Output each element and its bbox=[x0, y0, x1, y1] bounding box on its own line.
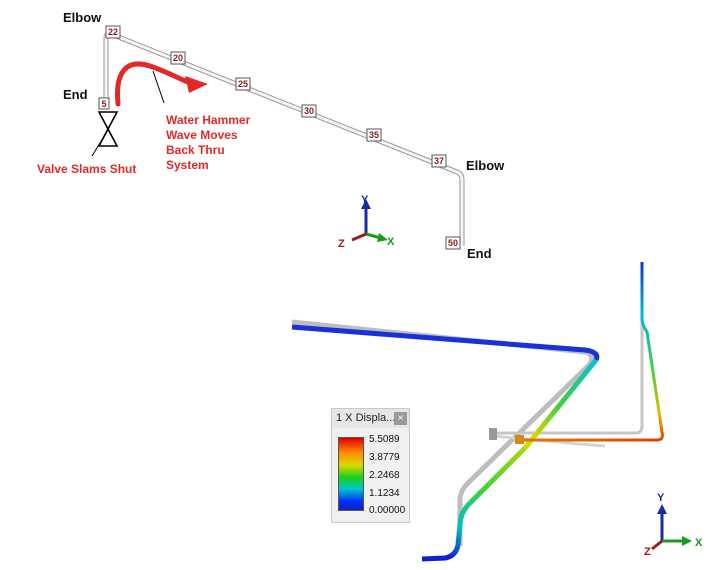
node-50: 50 bbox=[445, 236, 461, 250]
svg-text:50: 50 bbox=[448, 238, 458, 248]
svg-text:35: 35 bbox=[369, 130, 379, 140]
label-elbow-right: Elbow bbox=[466, 158, 505, 173]
svg-text:22: 22 bbox=[108, 27, 118, 37]
legend-value-2: 3.8779 bbox=[369, 452, 400, 463]
svg-text:20: 20 bbox=[173, 53, 183, 63]
legend-value-min: 0.00000 bbox=[369, 505, 406, 516]
svg-text:30: 30 bbox=[304, 106, 314, 116]
label-elbow-left: Elbow bbox=[63, 10, 102, 25]
hammer-pointer bbox=[152, 70, 165, 104]
svg-text:37: 37 bbox=[434, 156, 444, 166]
valve-pointer bbox=[91, 129, 109, 157]
axis-top-x: X bbox=[387, 236, 395, 248]
legend-title-bar: 1 X Displa... × bbox=[332, 409, 409, 428]
legend-value-max: 5.5089 bbox=[369, 434, 400, 445]
valve-icon bbox=[97, 111, 119, 147]
svg-text:25: 25 bbox=[238, 79, 248, 89]
node-30: 30 bbox=[301, 104, 317, 118]
node-25: 25 bbox=[235, 77, 251, 91]
node-35: 35 bbox=[366, 128, 382, 142]
top-pipe bbox=[103, 31, 465, 246]
label-water-hammer-3: Back Thru bbox=[166, 143, 225, 157]
node-22: 22 bbox=[105, 25, 121, 39]
axis-top-y: Y bbox=[361, 194, 369, 206]
close-icon[interactable]: × bbox=[394, 412, 407, 425]
legend-value-4: 1.1234 bbox=[369, 488, 400, 499]
label-water-hammer-1: Water Hammer bbox=[166, 113, 251, 127]
label-end-right: End bbox=[467, 246, 492, 261]
axis-triad-top: Y X Z bbox=[338, 194, 395, 250]
deformed-pipe-mid bbox=[523, 358, 598, 450]
deformed-pipe-branch bbox=[520, 262, 664, 442]
label-water-hammer-2: Wave Moves bbox=[166, 128, 238, 142]
axis-triad-bottom: Y X Z bbox=[644, 492, 703, 558]
deformed-pipe-lower bbox=[421, 446, 527, 562]
node-20: 20 bbox=[170, 51, 186, 65]
node-markers: 22 20 25 30 35 37 50 5 bbox=[98, 25, 461, 250]
label-valve-slams-shut: Valve Slams Shut bbox=[37, 162, 136, 176]
top-pipe-system bbox=[91, 31, 465, 246]
axis-bottom-z: Z bbox=[644, 546, 651, 558]
axis-top-z: Z bbox=[338, 238, 345, 250]
legend-title: 1 X Displa... bbox=[336, 412, 396, 424]
label-end-left: End bbox=[63, 87, 88, 102]
legend-value-3: 2.2468 bbox=[369, 470, 400, 481]
displacement-legend: 1 X Displa... × 5.5089 3.8779 2.2468 1.1… bbox=[331, 408, 410, 523]
deformed-pipe-upper bbox=[291, 324, 600, 362]
label-water-hammer-4: System bbox=[166, 158, 209, 172]
node-5: 5 bbox=[98, 97, 110, 110]
axis-bottom-x: X bbox=[695, 537, 703, 549]
svg-text:5: 5 bbox=[101, 99, 106, 109]
legend-color-bar bbox=[338, 437, 364, 511]
undeformed-pipe bbox=[291, 319, 595, 546]
displacement-plot bbox=[291, 262, 664, 562]
axis-bottom-y: Y bbox=[657, 492, 665, 504]
node-37: 37 bbox=[431, 154, 447, 168]
water-hammer-arrow bbox=[114, 61, 195, 107]
